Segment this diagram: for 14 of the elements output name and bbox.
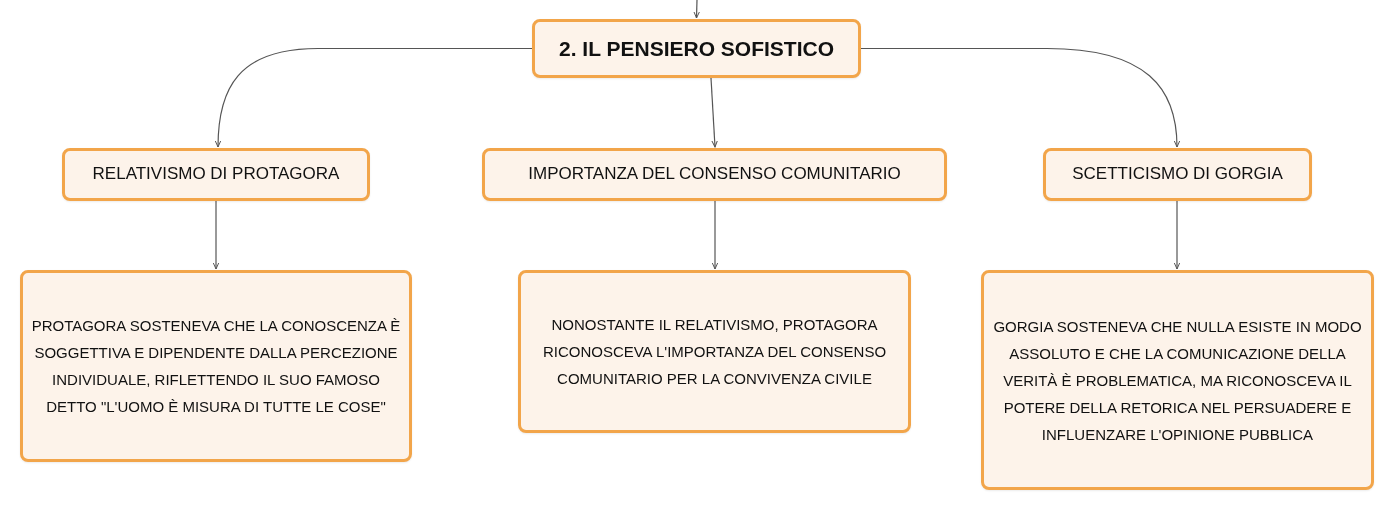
- description-box: NONOSTANTE IL RELATIVISMO, PROTAGORA RICONOSCEVA L'IMPORTANZA DEL CONSENSO COMUNITARIO PER LA CONVIVENZA CIVILE: [518, 270, 911, 433]
- title-box: 2. IL PENSIERO SOFISTICO: [532, 19, 861, 78]
- topic-box: SCETTICISMO DI GORGIA: [1043, 148, 1312, 201]
- description-box: PROTAGORA SOSTENEVA CHE LA CONOSCENZA È SOGGETTIVA E DIPENDENTE DALLA PERCEZIONE INDIVIDUALE, RIFLETTENDO IL SUO FAMOSO DETTO "L'UOMO È MISURA DI TUTTE LE COSE": [20, 270, 412, 462]
- arrow: [710, 77, 718, 148]
- arrow: [212, 200, 220, 270]
- description-box: GORGIA SOSTENEVA CHE NULLA ESISTE IN MODO ASSOLUTO E CHE LA COMUNICAZIONE DELLA VERITÀ È PROBLEMATICA, MA RICONOSCEVA IL POTERE DELLA RETORICA NEL PERSUADERE E INFLUENZARE L'OPINIONE PUBBLICA: [981, 270, 1374, 490]
- arrow: [860, 47, 1180, 148]
- topic-box: IMPORTANZA DEL CONSENSO COMUNITARIO: [482, 148, 947, 201]
- arrow: [693, 0, 700, 19]
- arrow: [1173, 200, 1181, 270]
- arrow: [711, 200, 719, 270]
- arrow: [214, 47, 533, 148]
- topic-box: RELATIVISMO DI PROTAGORA: [62, 148, 370, 201]
